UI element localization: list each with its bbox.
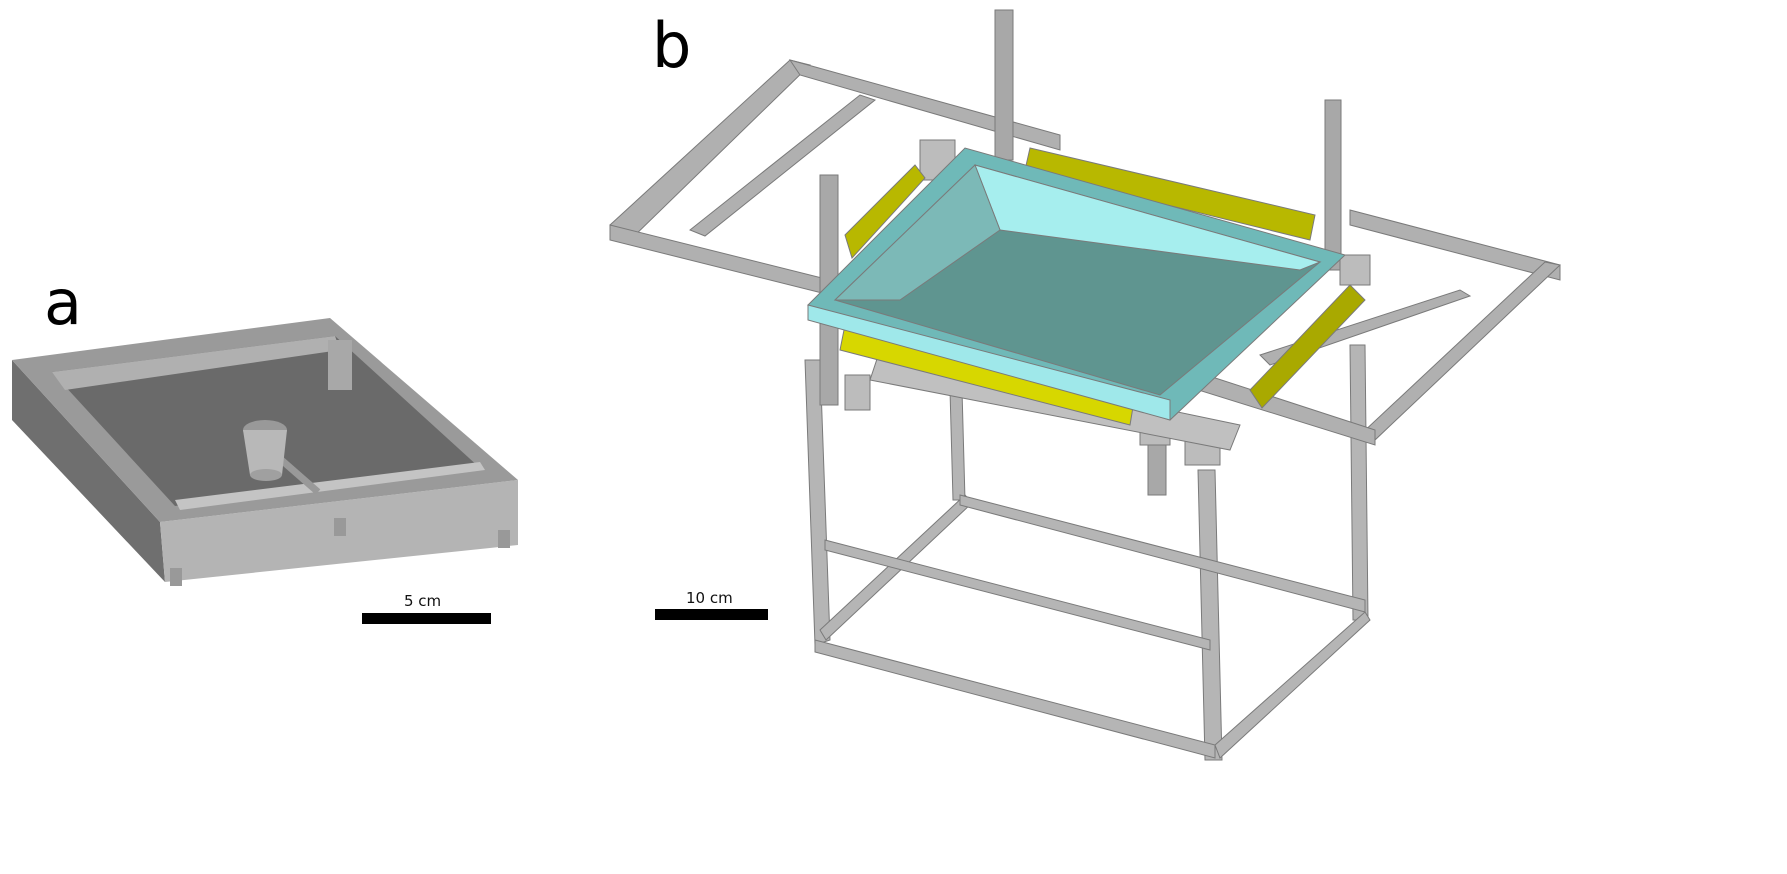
base-frame — [804, 344, 1371, 761]
yellow-rail-left — [844, 164, 926, 259]
scale-bar-a-label: 5 cm — [404, 592, 442, 610]
box-inner-back-wall — [52, 336, 340, 390]
fitting-left — [170, 568, 182, 586]
yellow-rail-right — [1249, 284, 1366, 409]
scale-bar-b — [655, 609, 768, 620]
panel-label-b: b — [652, 9, 692, 82]
yellow-rail-back — [1024, 147, 1316, 241]
fitting-right — [498, 530, 510, 548]
box-front-left-face — [12, 360, 165, 582]
top-frame — [609, 59, 1562, 446]
panel-a-box-model — [12, 318, 518, 586]
box-inner-front-ledge — [175, 462, 485, 510]
scale-bar-a — [362, 613, 491, 624]
panel-b-frame-model — [609, 9, 1562, 761]
cyan-tray — [807, 147, 1346, 421]
perforated-cup — [243, 420, 287, 481]
panel-label-a: a — [44, 266, 82, 339]
fitting-center — [334, 518, 346, 536]
box-corner-post — [328, 340, 352, 390]
scale-bar-b-label: 10 cm — [686, 589, 733, 607]
